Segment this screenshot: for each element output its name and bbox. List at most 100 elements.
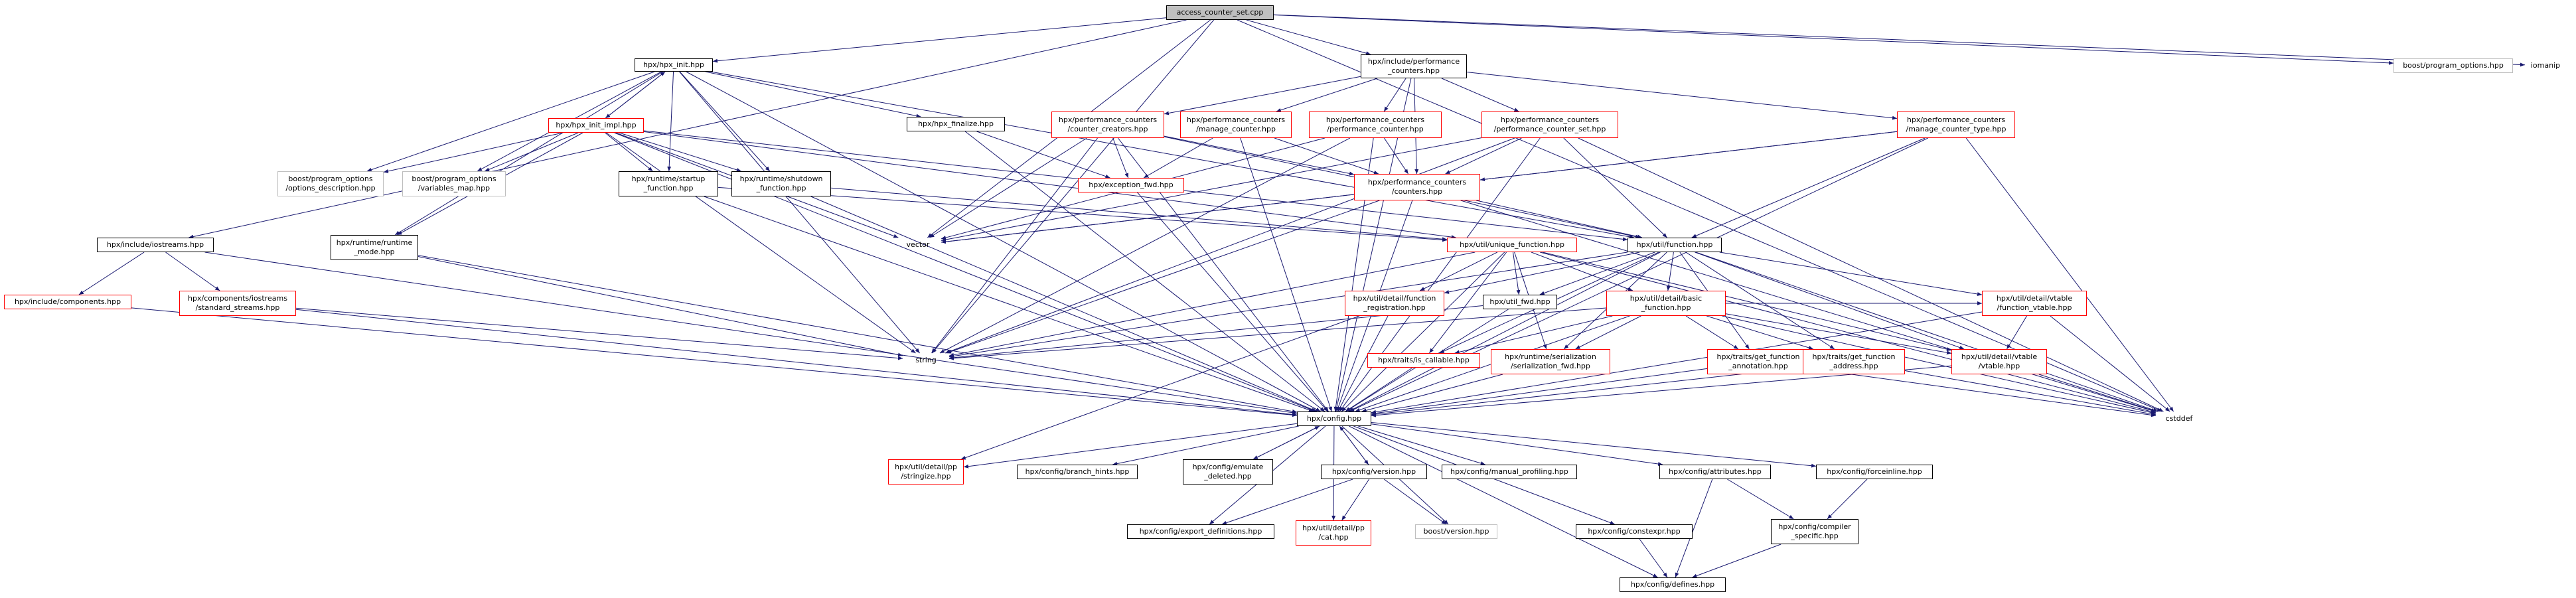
node-include-iostreams[interactable]: hpx/include/iostreams.hpp <box>97 238 214 252</box>
edge-hpx_init_impl-to-variables_map <box>485 132 579 172</box>
node-iomanip[interactable]: iomanip <box>2525 58 2566 73</box>
node-boost-program-options[interactable]: boost/program_options.hpp <box>2393 58 2513 73</box>
edge-hpx_init_impl-to-hpx_init <box>605 71 666 119</box>
node-label-line: /counter_creators.hpp <box>1067 125 1148 133</box>
node-exception-fwd[interactable]: hpx/exception_fwd.hpp <box>1078 178 1184 192</box>
node-options-description[interactable]: boost/program_options/options_descriptio… <box>277 171 384 196</box>
node-label-line: /function_vtable.hpp <box>1997 303 2072 312</box>
node-shutdown-function[interactable]: hpx/runtime/shutdown_function.hpp <box>731 171 831 196</box>
node-util-fwd[interactable]: hpx/util_fwd.hpp <box>1483 295 1557 309</box>
node-constexpr[interactable]: hpx/config/constexpr.hpp <box>1576 524 1693 539</box>
node-branch-hints[interactable]: hpx/config/branch_hints.hpp <box>1017 465 1138 479</box>
node-access-counter-set-cpp[interactable]: access_counter_set.cpp <box>1166 5 1274 20</box>
node-standard-streams[interactable]: hpx/components/iostreams/standard_stream… <box>179 291 296 316</box>
edge-hpx_init-to-startup_function <box>667 71 674 172</box>
edge-hpx_init_impl-to-options_description <box>383 132 564 173</box>
node-forceinline[interactable]: hpx/config/forceinline.hpp <box>1816 465 1933 479</box>
node-unique-function[interactable]: hpx/util/unique_function.hpp <box>1447 238 1577 252</box>
node-attributes[interactable]: hpx/config/attributes.hpp <box>1659 465 1771 479</box>
edge-counters-to-string <box>947 200 1380 354</box>
node-label-line: /serialization_fwd.hpp <box>1511 362 1590 370</box>
node-manual-profiling[interactable]: hpx/config/manual_profiling.hpp <box>1442 465 1577 479</box>
node-string[interactable]: string <box>903 353 949 368</box>
node-label-line: boost/version.hpp <box>1423 527 1489 536</box>
node-label-line: hpx/traits/is_callable.hpp <box>1378 356 1470 364</box>
node-config-version[interactable]: hpx/config/version.hpp <box>1321 465 1427 479</box>
node-label-line: /variables_map.hpp <box>417 184 491 192</box>
edge-emulate_deleted-to-config <box>1252 425 1320 460</box>
edge-root-to-prog_opts <box>1273 14 2394 65</box>
edge-hpx_init-to-util_function <box>710 71 1634 239</box>
node-vector[interactable]: vector <box>895 238 941 252</box>
node-label-line: hpx/components/iostreams <box>188 294 287 303</box>
edge-hpx_init_impl-to-startup_function <box>605 132 653 172</box>
edge-performance_counter_set-to-string <box>945 137 1515 354</box>
edge-performance_counter_set-to-vector <box>941 137 1482 242</box>
edge-compiler_specific-to-defines <box>1692 544 1781 578</box>
node-pp-cat[interactable]: hpx/util/detail/pp/cat.hpp <box>1296 520 1371 546</box>
node-counter-creators[interactable]: hpx/performance_counters/counter_creator… <box>1051 112 1164 138</box>
node-label-line: /performance_counter_set.hpp <box>1493 125 1606 133</box>
node-performance-counter[interactable]: hpx/performance_counters/performance_cou… <box>1309 112 1442 138</box>
node-hpx-init[interactable]: hpx/hpx_init.hpp <box>635 58 713 72</box>
node-label-line: /vtable.hpp <box>1978 362 2020 370</box>
node-startup-function[interactable]: hpx/runtime/startup_function.hpp <box>619 171 718 196</box>
node-is-callable[interactable]: hpx/traits/is_callable.hpp <box>1367 353 1480 368</box>
edge-include_iostreams-to-config <box>204 252 1298 415</box>
node-counters[interactable]: hpx/performance_counters/counters.hpp <box>1354 174 1480 200</box>
edge-function_vtable-to-cstddef <box>2050 315 2170 412</box>
node-include-components[interactable]: hpx/include/components.hpp <box>4 295 131 309</box>
node-stringize[interactable]: hpx/util/detail/pp/stringize.hpp <box>888 459 964 485</box>
node-util-function[interactable]: hpx/util/function.hpp <box>1628 238 1722 252</box>
node-variables-map[interactable]: boost/program_options/variables_map.hpp <box>402 171 506 196</box>
node-label-line: /counters.hpp <box>1391 187 1443 196</box>
node-hpx-finalize[interactable]: hpx/hpx_finalize.hpp <box>907 117 1005 131</box>
edge-util_function-to-basic_function <box>1666 252 1674 291</box>
node-compiler-specific[interactable]: hpx/config/compiler_specific.hpp <box>1771 519 1858 544</box>
node-get-function-address[interactable]: hpx/traits/get_function_address.hpp <box>1803 349 1905 374</box>
node-label-line: hpx/traits/get_function <box>1716 352 1800 361</box>
edge-hpx_init-to-options_description <box>366 71 655 172</box>
node-basic-function[interactable]: hpx/util/detail/basic_function.hpp <box>1606 291 1726 316</box>
edge-manage_counter-to-exception_fwd <box>1143 137 1213 179</box>
node-emulate-deleted[interactable]: hpx/config/emulate_deleted.hpp <box>1183 459 1273 485</box>
edge-counters-to-util_function <box>1476 200 1643 239</box>
node-label-line: hpx/util/detail/function <box>1353 294 1436 303</box>
edge-manage_counter-to-counters <box>1274 137 1379 175</box>
node-cstddef[interactable]: cstddef <box>2156 411 2202 426</box>
node-label-line: _address.hpp <box>1829 362 1878 370</box>
node-function-vtable[interactable]: hpx/util/detail/vtable/function_vtable.h… <box>1982 291 2087 316</box>
edge-function_registration-to-config <box>1337 315 1389 412</box>
node-config[interactable]: hpx/config.hpp <box>1297 411 1371 426</box>
node-manage-counter[interactable]: hpx/performance_counters/manage_counter.… <box>1180 112 1292 138</box>
node-label-line: hpx/include/iostreams.hpp <box>106 240 204 249</box>
edge-config-to-stringize <box>963 423 1298 469</box>
node-label-line: /manage_counter.hpp <box>1196 125 1276 133</box>
node-get-function-annotation[interactable]: hpx/traits/get_function_annotation.hpp <box>1707 349 1809 374</box>
node-label-line: access_counter_set.cpp <box>1176 8 1264 17</box>
node-label-line: /manage_counter_type.hpp <box>1906 125 2007 133</box>
node-label-line: hpx/config.hpp <box>1306 414 1362 423</box>
node-defines[interactable]: hpx/config/defines.hpp <box>1620 577 1726 592</box>
edge-get_function_address-to-config <box>1371 366 1803 417</box>
node-export-definitions[interactable]: hpx/config/export_definitions.hpp <box>1127 524 1274 539</box>
edge-is_callable-to-config <box>1345 367 1413 412</box>
node-manage-counter-type[interactable]: hpx/performance_counters/manage_counter_… <box>1897 112 2015 138</box>
node-label-line: hpx/util/unique_function.hpp <box>1460 240 1564 249</box>
node-boost-version[interactable]: boost/version.hpp <box>1415 524 1497 539</box>
edge-include_iostreams-to-include_components <box>78 252 145 295</box>
edge-manage_counter_type-to-util_function <box>1691 137 1926 238</box>
node-function-registration[interactable]: hpx/util/detail/function_registration.hp… <box>1345 291 1444 316</box>
node-hpx-init-impl[interactable]: hpx/hpx_init_impl.hpp <box>548 118 644 133</box>
node-serialization-fwd[interactable]: hpx/runtime/serialization/serialization_… <box>1491 349 1610 374</box>
node-label-line: hpx/exception_fwd.hpp <box>1089 181 1174 189</box>
node-include-performance-counters[interactable]: hpx/include/performance_counters.hpp <box>1361 54 1467 78</box>
node-performance-counter-set[interactable]: hpx/performance_counters/performance_cou… <box>1481 112 1618 138</box>
node-runtime-mode[interactable]: hpx/runtime/runtime_mode.hpp <box>331 235 418 260</box>
node-label-line: vector <box>906 240 930 249</box>
node-vtable[interactable]: hpx/util/detail/vtable/vtable.hpp <box>1951 349 2047 374</box>
edge-hpx_init_impl-to-string <box>606 132 916 354</box>
node-label-line: _function.hpp <box>756 184 806 192</box>
edge-function_vtable-to-vtable <box>2007 315 2027 350</box>
edge-hpx_init-to-hpx_finalize <box>705 71 921 118</box>
